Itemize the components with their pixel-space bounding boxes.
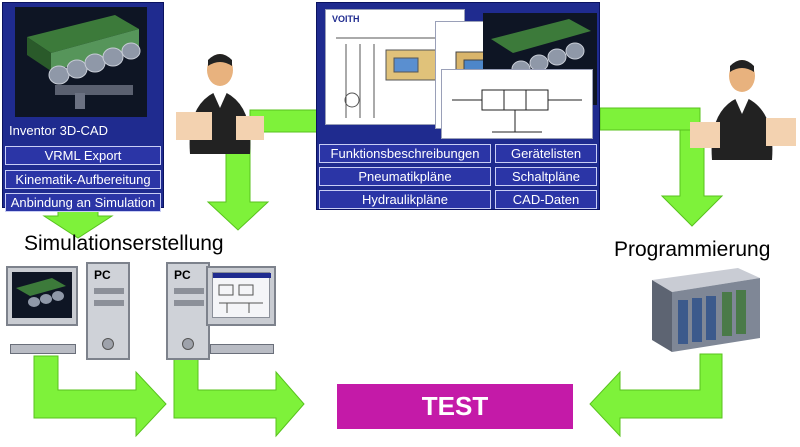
anbindung-item: Anbindung an Simulation: [5, 193, 161, 212]
monitor-center: [206, 266, 276, 326]
pc-tower-center: PC: [166, 262, 210, 360]
machine-model-icon: [27, 15, 141, 109]
arrow-plc-to-test: [589, 353, 723, 438]
keyboard-left: [10, 344, 76, 354]
test-box: TEST: [337, 384, 573, 429]
kinematik-item: Kinematik-Aufbereitung: [5, 170, 161, 189]
screen-model-icon: [16, 278, 66, 307]
engineer-figure-left: [176, 54, 264, 154]
simulation-heading: Simulationserstellung: [24, 232, 224, 255]
funktionsbeschreibungen-item: Funktionsbeschreibungen: [319, 144, 491, 163]
geraetelisten-item: Gerätelisten: [495, 144, 597, 163]
pneumatikplaene-item: Pneumatikpläne: [319, 167, 491, 186]
schaltplaene-item: Schaltpläne: [495, 167, 597, 186]
programming-heading: Programmierung: [614, 238, 771, 261]
pc-label-left: PC: [94, 268, 111, 282]
plc-controller-icon: [652, 268, 760, 352]
computer-left: PC: [6, 262, 136, 364]
pc-label-center: PC: [174, 268, 191, 282]
valve-diagram-sheet: [441, 69, 593, 139]
monitor-center-screen: [212, 272, 271, 318]
monitor-left-screen: [12, 272, 72, 318]
cad-panel: Inventor 3D-CAD VRML Export Kinematik-Au…: [2, 2, 164, 212]
monitor-left: [6, 266, 78, 326]
arrow-panel-to-man2: [599, 107, 701, 131]
cad-3d-model-image: [15, 7, 147, 117]
hydraulikplaene-item: Hydraulikpläne: [319, 190, 491, 209]
engineer-figure-right: [690, 60, 796, 160]
cad-daten-item: CAD-Daten: [495, 190, 597, 209]
inventor-label: Inventor 3D-CAD: [9, 123, 108, 138]
arrow-pc2-to-test: [173, 355, 305, 438]
valve-schematic-icon: [452, 89, 582, 133]
arrow-pc1-to-test: [33, 355, 167, 438]
vrml-export-item: VRML Export: [5, 146, 161, 165]
documents-panel: VOITH: [316, 2, 600, 210]
computer-center: PC: [166, 260, 278, 364]
voith-logo: VOITH: [332, 14, 360, 24]
pc-tower-left: PC: [86, 262, 130, 360]
screen-schematic-icon: [213, 273, 271, 313]
keyboard-center: [210, 344, 274, 354]
